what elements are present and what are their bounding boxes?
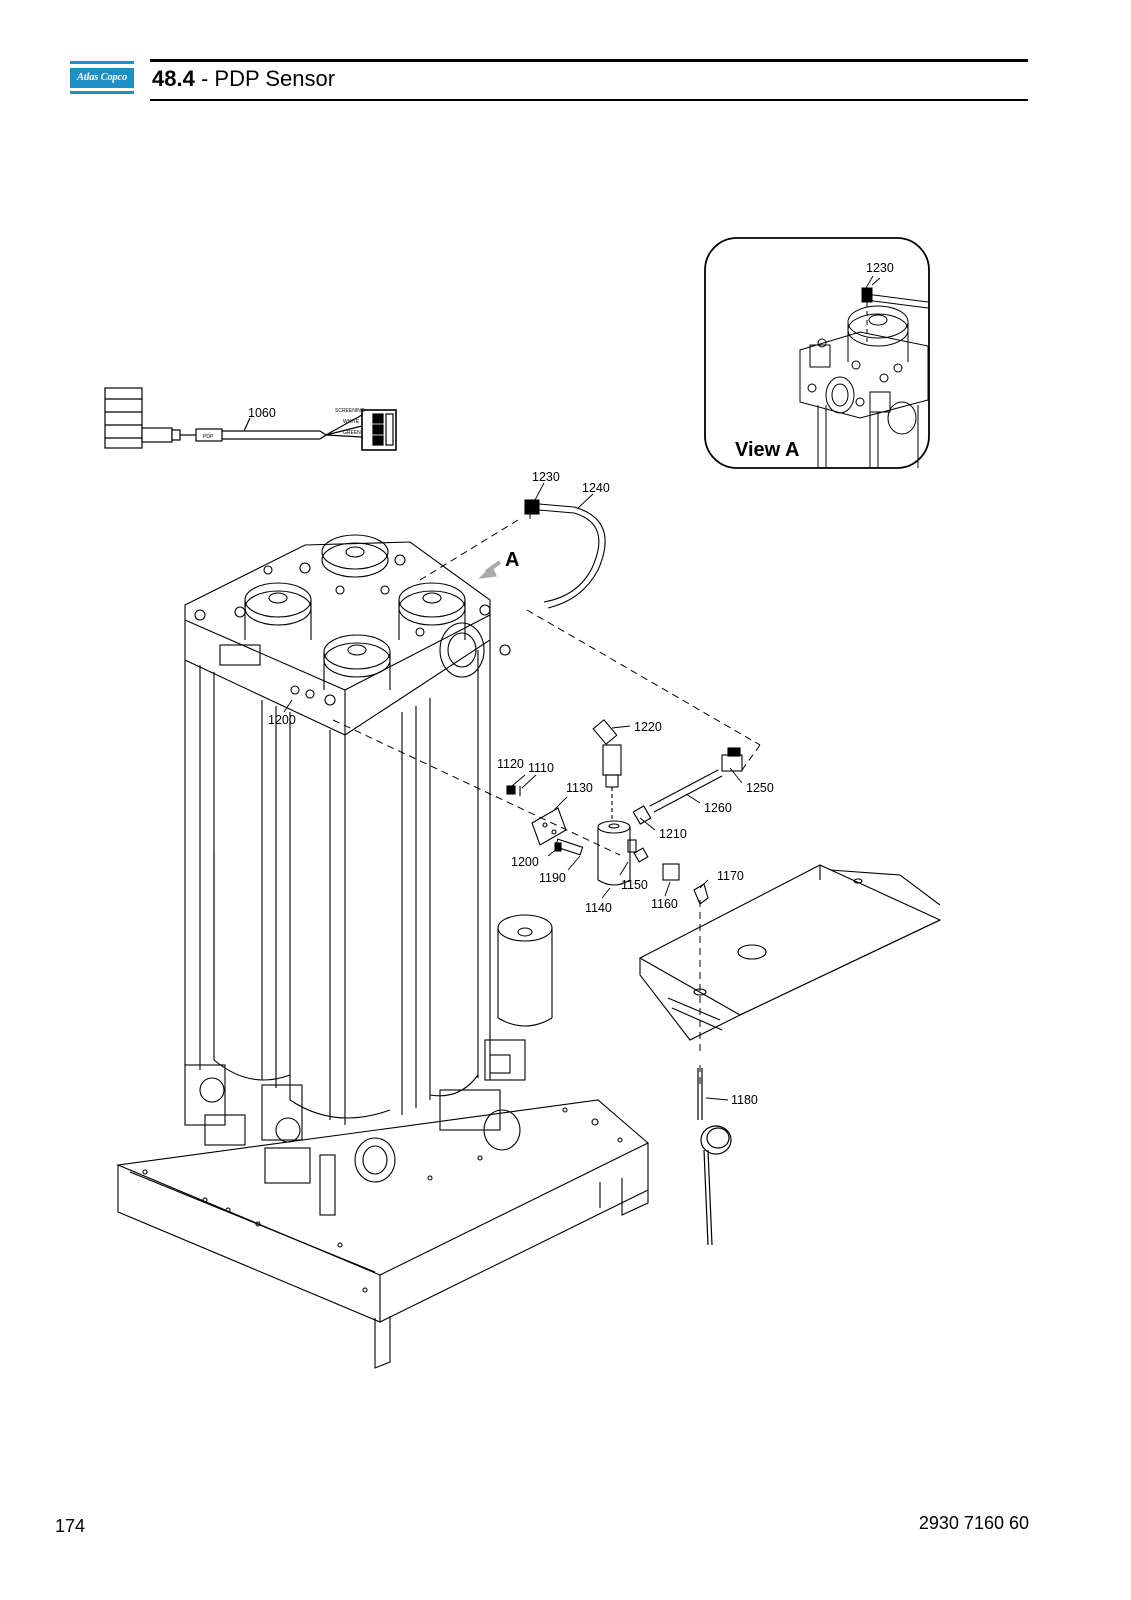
logo-top-bar bbox=[70, 61, 134, 64]
dryer-bottom-valves bbox=[184, 1064, 521, 1216]
callout-1200-bracket: 1200 bbox=[511, 855, 539, 869]
dryer-head-block bbox=[184, 534, 511, 736]
cable-label-pdp: PDP bbox=[203, 434, 214, 440]
header-rule-bottom bbox=[150, 99, 1028, 101]
silencer-unit bbox=[484, 914, 553, 1081]
page-title: 48.4 - PDP Sensor bbox=[152, 65, 335, 93]
document-number: 2930 7160 60 bbox=[918, 1513, 1029, 1533]
callout-1220: 1220 bbox=[634, 720, 662, 734]
logo-bottom-bar bbox=[70, 91, 134, 94]
callout-1210: 1210 bbox=[659, 827, 687, 841]
drain-tray bbox=[638, 864, 942, 1041]
cable-label-white: WHITE bbox=[343, 419, 360, 425]
section-number: 48.4 bbox=[152, 66, 195, 91]
title-separator: - bbox=[194, 66, 215, 91]
callout-1240: 1240 bbox=[582, 481, 610, 495]
callout-1140: 1140 bbox=[585, 901, 612, 915]
cable-label-green: GREEN bbox=[343, 430, 361, 436]
sensor-parts-cluster bbox=[506, 719, 743, 905]
arrow-a-label: A bbox=[505, 549, 519, 571]
callout-1230: 1230 bbox=[532, 470, 560, 484]
dryer-columns bbox=[184, 640, 491, 1125]
callout-1060: 1060 bbox=[248, 406, 276, 420]
callout-1250: 1250 bbox=[746, 781, 774, 795]
callout-1180: 1180 bbox=[731, 1093, 758, 1107]
callout-1260: 1260 bbox=[704, 801, 732, 815]
drain-hose-1180 bbox=[697, 1068, 732, 1246]
callout-1150: 1150 bbox=[621, 878, 648, 892]
callout-1120: 1120 bbox=[497, 757, 524, 771]
header-rule-top bbox=[150, 59, 1028, 62]
page-number: 174 bbox=[55, 1516, 86, 1536]
callout-1130: 1130 bbox=[566, 781, 593, 795]
callout-1230-view-a: 1230 bbox=[866, 261, 894, 275]
section-title: PDP Sensor bbox=[214, 66, 336, 91]
callout-1160: 1160 bbox=[651, 897, 678, 911]
dryer-base-frame bbox=[115, 1099, 649, 1369]
logo-wordmark: Atlas Copco bbox=[70, 68, 134, 88]
callout-1190: 1190 bbox=[539, 871, 566, 885]
atlas-copco-logo: Atlas Copco bbox=[70, 61, 134, 95]
view-a-arrow bbox=[478, 560, 502, 579]
assembly-guide-lines bbox=[332, 500, 761, 1085]
callout-leader-lines bbox=[283, 275, 874, 1101]
sensor-harness-1240 bbox=[524, 499, 606, 609]
cable-1060-illustration bbox=[104, 387, 397, 451]
callout-1170: 1170 bbox=[717, 869, 744, 883]
view-a-inset bbox=[704, 237, 930, 469]
view-a-label: View A bbox=[735, 439, 799, 461]
cable-label-screening: SCREENING bbox=[335, 408, 365, 414]
callout-1110: 1110 bbox=[528, 761, 554, 775]
callout-1200-head: 1200 bbox=[268, 713, 296, 727]
